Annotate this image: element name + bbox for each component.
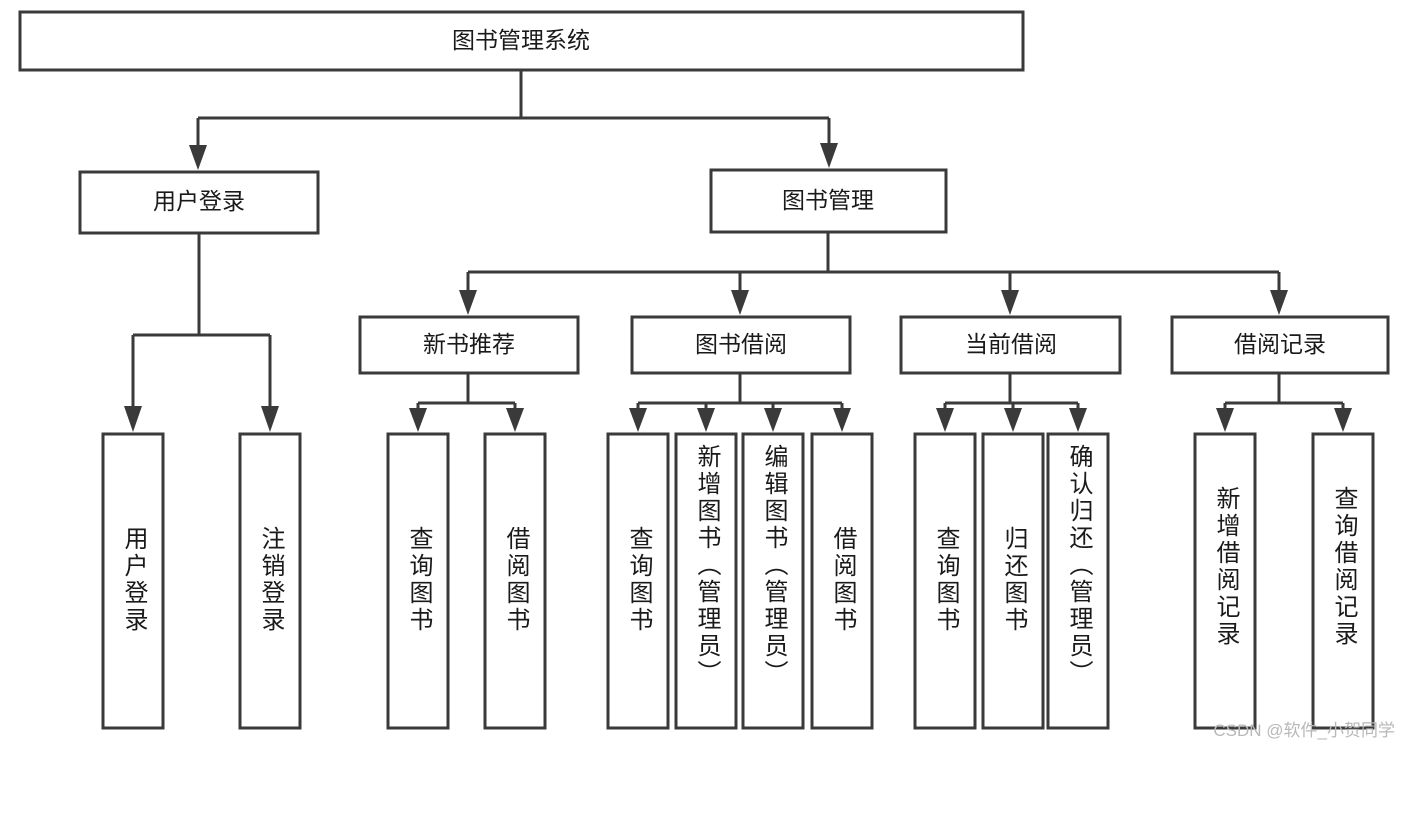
connectors-current-borrow-to-leaves [936,373,1087,432]
arrow-head-leaf-logout [261,406,279,432]
node-current-borrow[interactable]: 当前借阅 [899,315,1122,375]
node-user-login-label: 用户登录 [153,188,245,214]
node-book-borrow[interactable]: 图书借阅 [630,315,852,375]
connectors-book-mgmt-to-level2 [459,232,1288,315]
node-book-management[interactable]: 图书管理 [709,168,948,234]
node-root-rect[interactable] [18,10,1025,72]
arrow-head-nbr-leaf-2 [506,408,524,432]
connectors-user-login-to-leaves [124,233,279,432]
leaf-rect-query-book-bb[interactable] [606,432,670,730]
arrow-head-nbr-leaf-1 [409,408,427,432]
node-current-borrow-label: 当前借阅 [965,331,1057,357]
node-user-login[interactable]: 用户登录 [78,170,320,235]
arrow-head-cb-leaf-3 [1069,408,1087,432]
node-current-borrow-rect[interactable] [899,315,1122,375]
node-user-login-rect[interactable] [78,170,320,235]
leaf-nodes [101,432,1375,730]
leaf-rect-add-book-admin[interactable] [674,432,738,730]
leaf-rect-query-book-cb[interactable] [913,432,977,730]
arrow-head-bb-leaf-4 [833,408,851,432]
arrow-head-current-borrow [1001,290,1019,315]
node-book-management-rect[interactable] [709,168,948,234]
arrow-head-new-book-rec [459,290,477,315]
node-root[interactable]: 图书管理系统 [18,10,1025,72]
arrow-head-br-leaf-1 [1216,408,1234,432]
flowchart-canvas: 图书管理系统 用户登录 图书管理 新书推荐 图书借阅 当前借阅 借阅记录 [18,10,1390,730]
leaf-rect-edit-book-admin[interactable] [741,432,805,730]
arrow-head-br-leaf-2 [1334,408,1352,432]
arrow-head-book-mgmt [820,143,838,168]
connectors-root-to-level1 [189,70,838,170]
node-borrow-record-label: 借阅记录 [1234,331,1326,357]
leaf-rect-user-login[interactable] [101,432,165,730]
arrow-head-leaf-user-login [124,406,142,432]
leaf-rect-return-book[interactable] [981,432,1045,730]
leaf-rect-confirm-return[interactable] [1046,432,1110,730]
arrow-head-user-login [189,145,207,170]
connectors-borrow-record-to-leaves [1216,373,1352,432]
node-book-borrow-rect[interactable] [630,315,852,375]
node-book-borrow-label: 图书借阅 [695,331,787,357]
node-new-book-recommend[interactable]: 新书推荐 [358,315,580,375]
leaf-rect-add-record[interactable] [1193,432,1257,730]
csdn-watermark: CSDN @软件_小贺同学 [1213,721,1395,740]
connectors-book-borrow-to-leaves [629,373,851,432]
arrow-head-bb-leaf-2 [697,408,715,432]
node-borrow-record-rect[interactable] [1170,315,1390,375]
arrow-head-bb-leaf-3 [764,408,782,432]
leaf-rect-logout[interactable] [238,432,302,730]
leaf-rect-borrow-book-bb[interactable] [810,432,874,730]
leaf-rect-query-book-nbr[interactable] [386,432,450,730]
arrow-head-borrow-record [1270,290,1288,315]
arrow-head-book-borrow [731,290,749,315]
arrow-head-cb-leaf-2 [1004,408,1022,432]
node-root-label: 图书管理系统 [452,27,590,53]
connectors-new-book-rec-to-leaves [409,373,524,432]
leaf-rect-query-record[interactable] [1311,432,1375,730]
node-book-management-label: 图书管理 [782,187,874,213]
leaf-rect-borrow-book-nbr[interactable] [483,432,547,730]
node-new-book-recommend-label: 新书推荐 [423,331,515,357]
arrow-head-cb-leaf-1 [936,408,954,432]
arrow-head-bb-leaf-1 [629,408,647,432]
node-borrow-record[interactable]: 借阅记录 [1170,315,1390,375]
node-new-book-recommend-rect[interactable] [358,315,580,375]
flowchart-diagram: 图书管理系统 用户登录 图书管理 新书推荐 图书借阅 当前借阅 借阅记录 [18,10,1395,740]
